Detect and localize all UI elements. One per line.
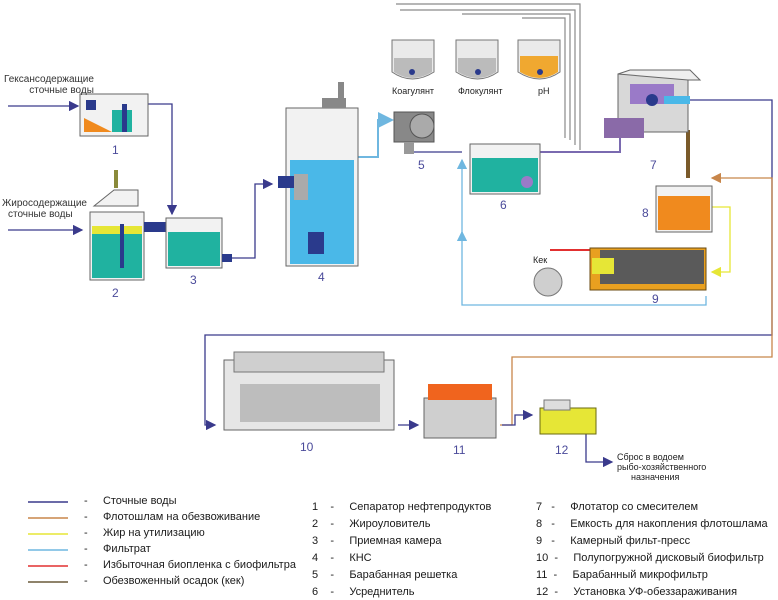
legend-row-cake: - Обезвоженный осадок (кек) <box>84 575 245 587</box>
unit-5-drum-screen <box>393 111 435 154</box>
legend-unit-7: 7 - Флотатор со смесителем <box>536 501 699 513</box>
reagent-lines <box>396 3 581 150</box>
legend-unit-3: 3 - Приемная камера <box>312 535 442 547</box>
unit-7-flotator <box>604 69 702 138</box>
cake-label: Кек <box>533 255 548 265</box>
unit-number-10: 10 <box>300 440 314 454</box>
unit-8-sludge-tank <box>655 185 713 233</box>
unit-number-9: 9 <box>652 292 659 306</box>
unit-4-kns <box>278 82 359 267</box>
unit-number-2: 2 <box>112 286 119 300</box>
legend-unit-10: 10 - Полупогружной дисковый биофильтр <box>536 552 764 564</box>
unit-1-separator <box>79 93 149 137</box>
unit-11-microfilter <box>423 384 497 439</box>
equalizer-to-flotator-line <box>540 132 621 153</box>
legend-row-filtrate: - Фильтрат <box>84 543 151 555</box>
legend-unit-6: 6 - Усреднитель <box>312 586 415 598</box>
filtrate-return-line <box>456 230 707 306</box>
legend-row-flotosludge: - Флотошлам на обезвоживание <box>84 511 261 523</box>
ph-label: pH <box>538 86 550 96</box>
unit-2-fat-trap <box>89 189 166 281</box>
kns-to-screen-line <box>358 112 394 158</box>
unit-3-receiving-chamber <box>165 217 232 269</box>
sludge-to-press-line <box>710 206 731 278</box>
legend-row-wastewater: - Сточные воды <box>84 495 177 507</box>
unit-number-8: 8 <box>642 206 649 220</box>
legend-unit-4: 4 - КНС <box>312 552 372 564</box>
legend-unit-11: 11 - Барабанный микрофильтр <box>536 569 708 581</box>
unit-number-12: 12 <box>555 443 569 457</box>
unit-number-11: 11 <box>453 443 466 457</box>
unit-10-biofilter <box>223 351 395 431</box>
unit-number-6: 6 <box>500 198 507 212</box>
chamber-to-kns-line <box>232 178 274 259</box>
reagent-tanks <box>391 39 561 80</box>
hexane-input-label: Гексансодержащие сточные воды <box>4 74 94 96</box>
unit-number-4: 4 <box>318 270 325 284</box>
fat-input-label: Жиросодержащие сточные воды <box>2 198 87 220</box>
unit-9-filter-press <box>533 247 707 297</box>
unit-12-uv <box>539 399 597 435</box>
flow-lines <box>8 3 773 468</box>
microfilter-to-uv-line <box>502 409 534 426</box>
unit-6-equalizer <box>469 143 541 195</box>
sep-to-chamber-line <box>148 103 178 216</box>
discharge-label: Сброс в водоем рыбо-хозяйственного назна… <box>617 452 707 482</box>
flotosludge-line <box>500 172 773 426</box>
discharge-line <box>585 432 614 468</box>
legend-unit-12: 12 - Установка УФ-обеззараживания <box>536 586 738 598</box>
legend-unit-8: 8 - Емкость для накопления флотошлама <box>536 518 768 530</box>
legend-unit-9: 9 - Камерный фильт-пресс <box>536 535 691 547</box>
coagulant-label: Коагулянт <box>392 86 435 96</box>
flocculant-label: Флокулянт <box>458 86 503 96</box>
flotator-outflow-line <box>204 99 773 431</box>
unit-number-5: 5 <box>418 158 425 172</box>
unit-number-7: 7 <box>650 158 657 172</box>
unit-number-1: 1 <box>112 143 119 157</box>
legend-unit-2: 2 - Жироуловитель <box>312 518 431 530</box>
legend-line-samples <box>28 501 68 583</box>
legend-unit-1: 1 - Сепаратор нефтепродуктов <box>312 501 492 513</box>
legend-unit-5: 5 - Барабанная решетка <box>312 569 458 581</box>
legend-row-biofilm: - Избыточная биопленка с биофильтра <box>84 559 296 571</box>
legend-row-fat: - Жир на утилизацию <box>84 527 205 539</box>
unit-number-3: 3 <box>190 273 197 287</box>
